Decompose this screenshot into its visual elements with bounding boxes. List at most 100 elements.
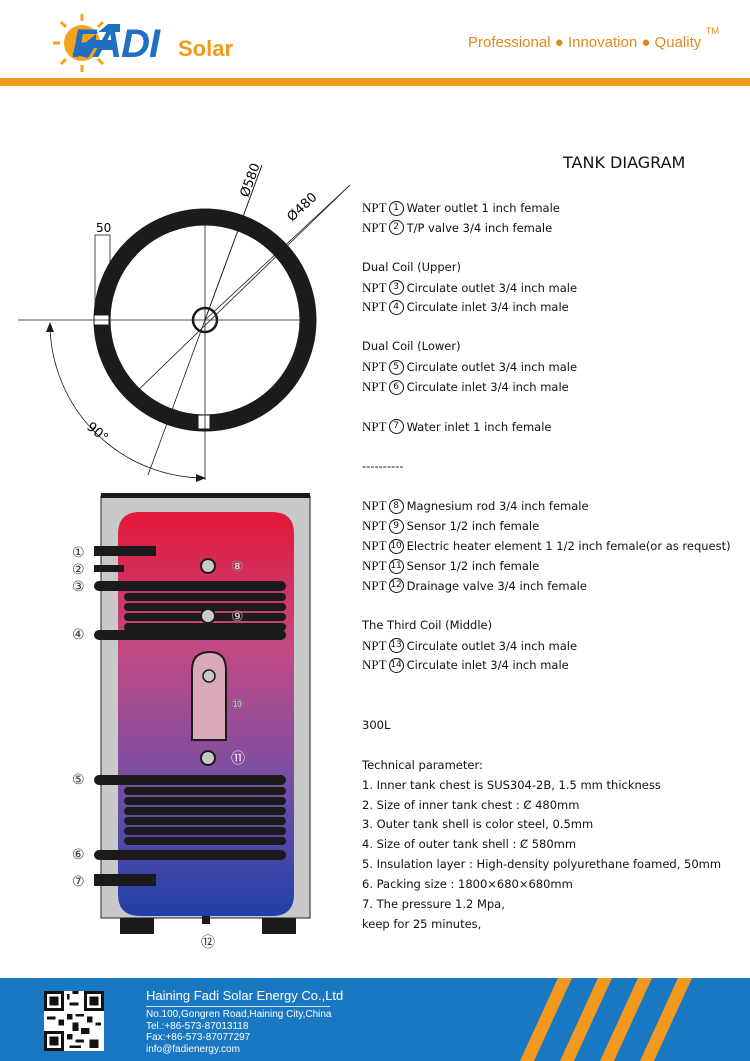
port-number: 9 (388, 518, 404, 534)
npt-label: NPT (362, 637, 387, 653)
npt-label: NPT (362, 657, 387, 673)
spec-line (362, 317, 742, 337)
spec-line (362, 476, 742, 496)
trademark: TM (706, 26, 719, 36)
npt-label: NPT (362, 359, 387, 375)
dimension-outer: Ø580 (238, 161, 264, 199)
tank-side-view (94, 493, 311, 934)
spec-text: Circulate outlet 3/4 inch male (406, 360, 578, 375)
diagram-markers: ① ② ③ ④ ⑤ ⑥ ⑦ ⑧ ⑨ ⑩ ⑪ ⑫ (72, 545, 245, 951)
spec-text: Circulate outlet 3/4 inch male (406, 638, 578, 653)
spec-text: Circulate outlet 3/4 inch male (406, 280, 578, 295)
technical-parameters: 300L Technical parameter: 1. Inner tank … (362, 716, 742, 935)
npt-label: NPT (362, 200, 387, 215)
npt-label: NPT (362, 498, 387, 514)
marker-5: ⑤ (72, 772, 85, 788)
port-number: 13 (388, 638, 404, 654)
port-number: 12 (388, 578, 404, 594)
npt-label: NPT (362, 219, 387, 235)
spec-line: Dual Coil (Upper) (362, 258, 742, 278)
spec-text: Sensor 1/2 inch female (406, 559, 540, 574)
company-fax: Fax:+86-573-87077297 (146, 1032, 251, 1043)
port-number: 8 (388, 498, 404, 514)
spec-text: ---------- (362, 458, 404, 473)
tank-diagram: Ø580 Ø480 50 90° (18, 161, 350, 951)
marker-11: ⑪ (231, 751, 245, 767)
spec-text: Circulate inlet 3/4 inch male (406, 300, 569, 315)
qr-code-icon (44, 991, 104, 1051)
tech-item: 3. Outer tank shell is color steel, 0.5m… (362, 817, 594, 832)
port-number: 4 (388, 299, 404, 315)
marker-4: ④ (72, 627, 85, 643)
spec-text: Dual Coil (Lower) (362, 339, 461, 354)
company-contact: No.100,Gongren Road,Haining City,China T… (146, 1009, 331, 1055)
port-number: 10 (388, 538, 404, 554)
company-email[interactable]: info@fadienergy.com (146, 1043, 240, 1055)
tagline: Professional ● Innovation ● Quality (468, 34, 702, 51)
port-number: 6 (388, 379, 404, 395)
spec-line (362, 238, 742, 258)
port-number: 2 (388, 220, 404, 236)
tech-item: keep for 25 minutes, (362, 916, 482, 931)
npt-label: NPT (362, 279, 387, 295)
company-tel: Tel.:+86-573-87013118 (146, 1020, 249, 1032)
spec-text: T/P valve 3/4 inch female (406, 220, 553, 235)
tank-volume: 300L (362, 718, 391, 732)
spec-text: Drainage valve 3/4 inch female (406, 578, 587, 593)
dimension-inner: Ø480 (284, 190, 320, 225)
tank-top-view: Ø580 Ø480 50 90° (18, 161, 350, 482)
header-accent-bar (0, 78, 750, 86)
company-divider (146, 1006, 330, 1007)
port-number: 11 (388, 558, 404, 574)
spec-text: Magnesium rod 3/4 inch female (406, 499, 589, 514)
spec-text: Dual Coil (Upper) (362, 259, 461, 274)
marker-10: ⑩ (231, 697, 244, 713)
spec-text: Circulate inlet 3/4 inch male (406, 380, 569, 395)
marker-1: ① (72, 545, 85, 561)
tech-item: 1. Inner tank chest is SUS304-2B, 1.5 mm… (362, 777, 661, 792)
sun-logo-icon (53, 14, 120, 72)
spec-line: The Third Coil (Middle) (362, 616, 742, 636)
marker-9: ⑨ (231, 609, 244, 625)
spec-line (362, 437, 742, 457)
spec-text: Electric heater element 1 1/2 inch femal… (406, 539, 731, 554)
marker-3: ③ (72, 579, 85, 595)
page-title: TANK DIAGRAM (563, 153, 686, 172)
npt-label: NPT (362, 379, 387, 395)
marker-2: ② (72, 562, 85, 578)
npt-label: NPT (362, 418, 387, 434)
spec-text: Circulate inlet 3/4 inch male (406, 658, 569, 673)
decorative-stripes (520, 978, 692, 1061)
marker-12: ⑫ (201, 935, 215, 951)
dimension-insulation: 50 (96, 221, 111, 235)
spec-text: Water outlet 1 inch female (406, 201, 560, 215)
dimension-angle: 90° (83, 420, 110, 446)
marker-6: ⑥ (72, 847, 85, 863)
tech-heading: Technical parameter: (362, 757, 483, 772)
npt-label: NPT (362, 577, 387, 593)
tech-item: 5. Insulation layer : High-density polyu… (362, 857, 722, 872)
port-number: 1 (388, 200, 404, 216)
spec-text: The Third Coil (Middle) (362, 617, 493, 632)
spec-line: Dual Coil (Lower) (362, 337, 742, 357)
tech-item: 7. The pressure 1.2 Mpa, (362, 897, 505, 912)
company-name: Haining Fadi Solar Energy Co.,Ltd (146, 988, 344, 1003)
company-address: No.100,Gongren Road,Haining City,China (146, 1009, 332, 1020)
port-number: 3 (388, 280, 404, 296)
spec-line: ---------- (362, 457, 742, 477)
brand-suffix: Solar (178, 36, 234, 61)
npt-label: NPT (362, 299, 387, 315)
port-number: 14 (388, 657, 404, 673)
spec-text: Sensor 1/2 inch female (406, 519, 540, 534)
marker-8: ⑧ (231, 559, 244, 575)
